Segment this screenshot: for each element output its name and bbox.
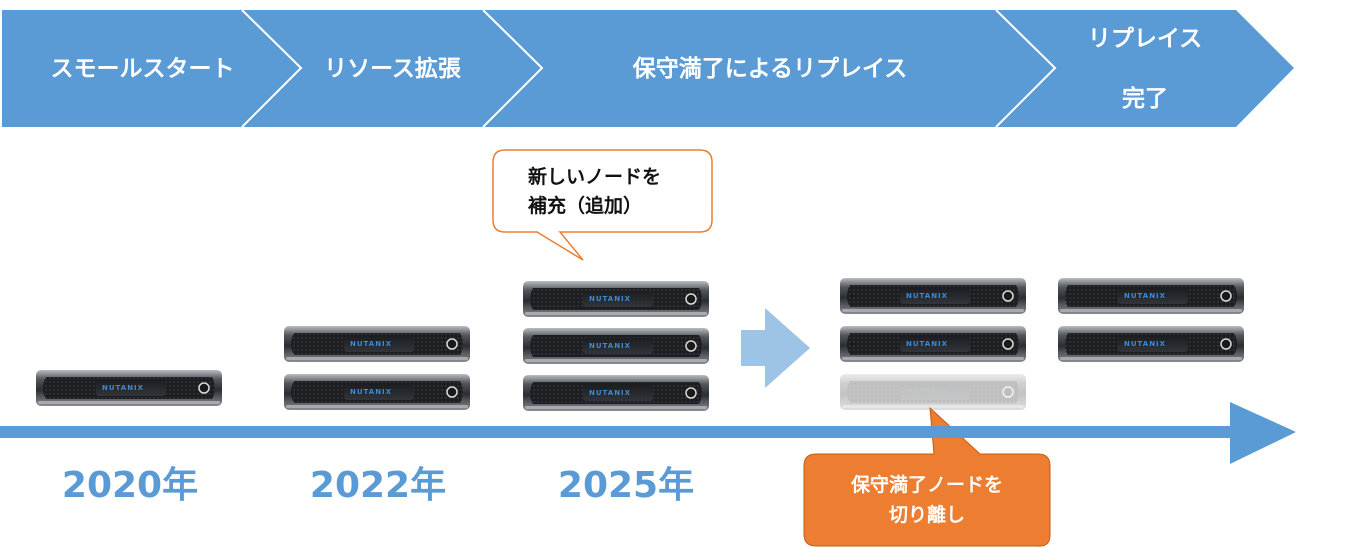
phase-label-replace-complete-line2: 完了 bbox=[1122, 86, 1168, 112]
chevron-divider bbox=[241, 9, 303, 128]
server-node bbox=[36, 370, 222, 406]
retired-server-node bbox=[840, 374, 1026, 410]
nutanix-logo: NUTANIX bbox=[589, 342, 632, 350]
year-label-2020: 2020年 bbox=[61, 465, 199, 506]
chevron-divider bbox=[482, 9, 544, 128]
server-node bbox=[284, 326, 470, 362]
remove-node-callout-line2: 切り離し bbox=[888, 504, 965, 526]
add-node-callout-line1: 新しいノードを bbox=[528, 166, 662, 188]
nutanix-logo: NUTANIX bbox=[350, 340, 393, 348]
server-node bbox=[840, 326, 1026, 362]
year-label-2022: 2022年 bbox=[309, 465, 447, 506]
nutanix-logo: NUTANIX bbox=[906, 340, 949, 348]
server-node bbox=[523, 328, 709, 364]
nutanix-logo: NUTANIX bbox=[350, 388, 393, 396]
phase-chevron-3 bbox=[483, 10, 1055, 127]
nutanix-logo: NUTANIX bbox=[906, 388, 949, 396]
add-node-callout bbox=[492, 149, 713, 261]
chevron-divider bbox=[995, 9, 1057, 128]
server-node bbox=[1058, 326, 1244, 362]
nutanix-logo: NUTANIX bbox=[589, 295, 632, 303]
server-nodes bbox=[36, 278, 1244, 411]
phase-chevron-4 bbox=[996, 10, 1294, 127]
timeline-bar bbox=[0, 426, 1232, 438]
server-node bbox=[284, 374, 470, 410]
remove-node-callout[interactable] bbox=[803, 406, 1051, 547]
server-node bbox=[523, 281, 709, 317]
transition-arrow bbox=[741, 308, 810, 388]
phase-label-replace-complete-line1: リプレイス bbox=[1087, 26, 1203, 52]
phase-label-resource-expansion: リソース拡張 bbox=[324, 56, 461, 82]
server-node bbox=[1058, 278, 1244, 314]
phase-label-small-start: スモールスタート bbox=[50, 56, 235, 82]
remove-node-callout-line1: 保守満了ノードを bbox=[850, 474, 1003, 496]
year-label-2025: 2025年 bbox=[557, 465, 695, 506]
nutanix-logo: NUTANIX bbox=[1124, 292, 1167, 300]
phase-chevron-2 bbox=[242, 10, 542, 127]
server-node bbox=[840, 278, 1026, 314]
nutanix-logo: NUTANIX bbox=[589, 389, 632, 397]
server-node bbox=[523, 375, 709, 411]
nutanix-logo: NUTANIX bbox=[1124, 340, 1167, 348]
timeline-arrowhead bbox=[1230, 402, 1296, 464]
add-node-callout-line2: 補充（追加） bbox=[528, 195, 643, 217]
phase-label-replacement: 保守満了によるリプレイス bbox=[632, 56, 908, 82]
nutanix-logo: NUTANIX bbox=[102, 384, 145, 392]
nutanix-logo: NUTANIX bbox=[906, 292, 949, 300]
phase-chevron-1 bbox=[2, 10, 301, 127]
